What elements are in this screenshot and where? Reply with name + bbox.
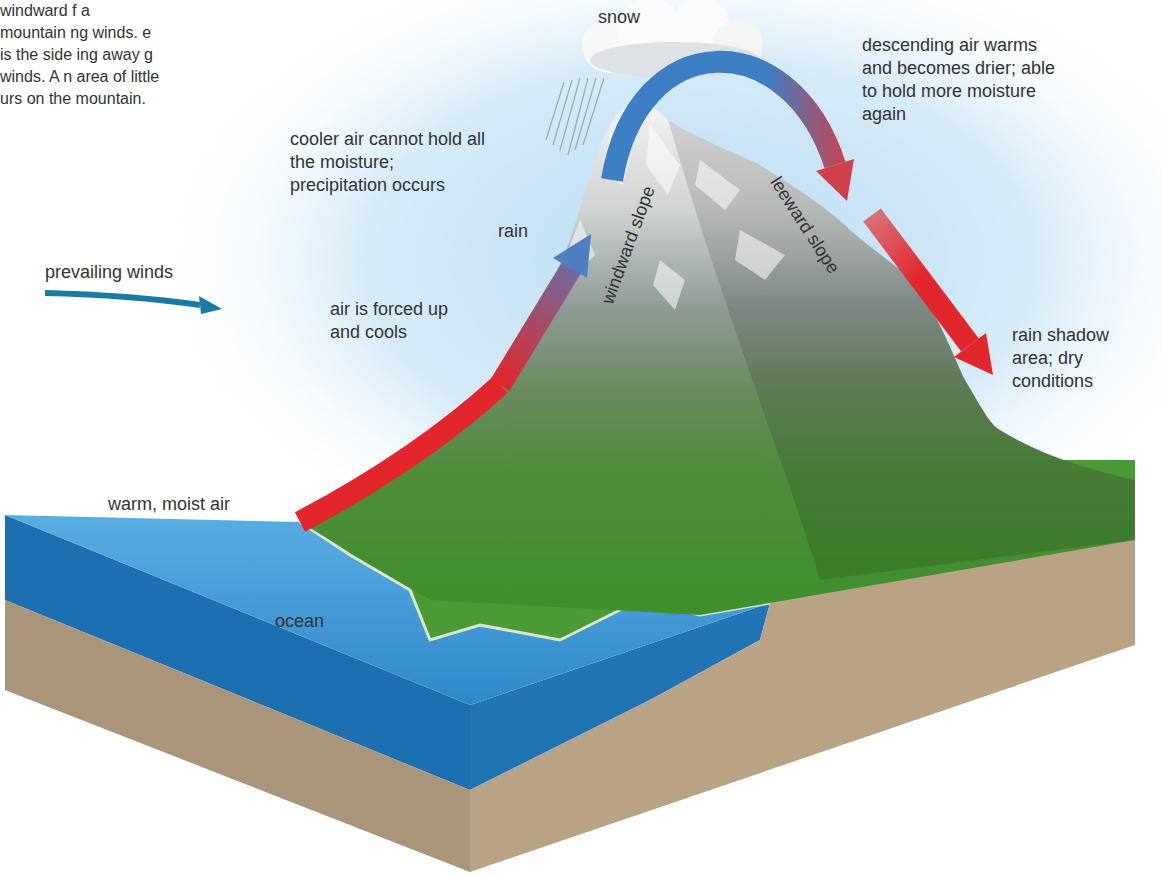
water-label: ocean [275, 610, 324, 632]
mountain-shade [668, 120, 1135, 580]
rain-streaks [546, 78, 604, 155]
airflow-arrow [300, 385, 500, 522]
rain-streak [583, 78, 604, 145]
arrow-head [954, 333, 993, 375]
arrow-head [553, 234, 591, 278]
precipitation-label: snow [598, 6, 640, 28]
airflow-arrow [872, 215, 970, 345]
rain-streak [553, 80, 572, 145]
airflow-arrow [500, 262, 575, 385]
snow-patch [653, 260, 685, 310]
precipitation-label: rain [498, 220, 528, 242]
process-note: descending air warms and becomes drier; … [862, 34, 1062, 126]
region-label: rain shadow area; dry conditions [1012, 324, 1132, 393]
arrow-head [816, 159, 854, 201]
rain-streak [546, 82, 564, 140]
snow-patches [570, 125, 785, 310]
snow-patch [695, 160, 740, 210]
process-note: air is forced up and cools [330, 298, 460, 344]
snow-patch [646, 125, 680, 195]
process-note: cooler air cannot hold all the moisture;… [290, 128, 490, 197]
wind-arrow [45, 293, 200, 305]
cropped-caption: windward f a mountain ng winds. e is the… [0, 0, 160, 110]
wind-label: prevailing winds [45, 261, 173, 283]
snow-patch [735, 230, 785, 280]
arrow-head [199, 296, 222, 314]
air-label: warm, moist air [108, 493, 230, 515]
airflow-arc [612, 62, 835, 180]
